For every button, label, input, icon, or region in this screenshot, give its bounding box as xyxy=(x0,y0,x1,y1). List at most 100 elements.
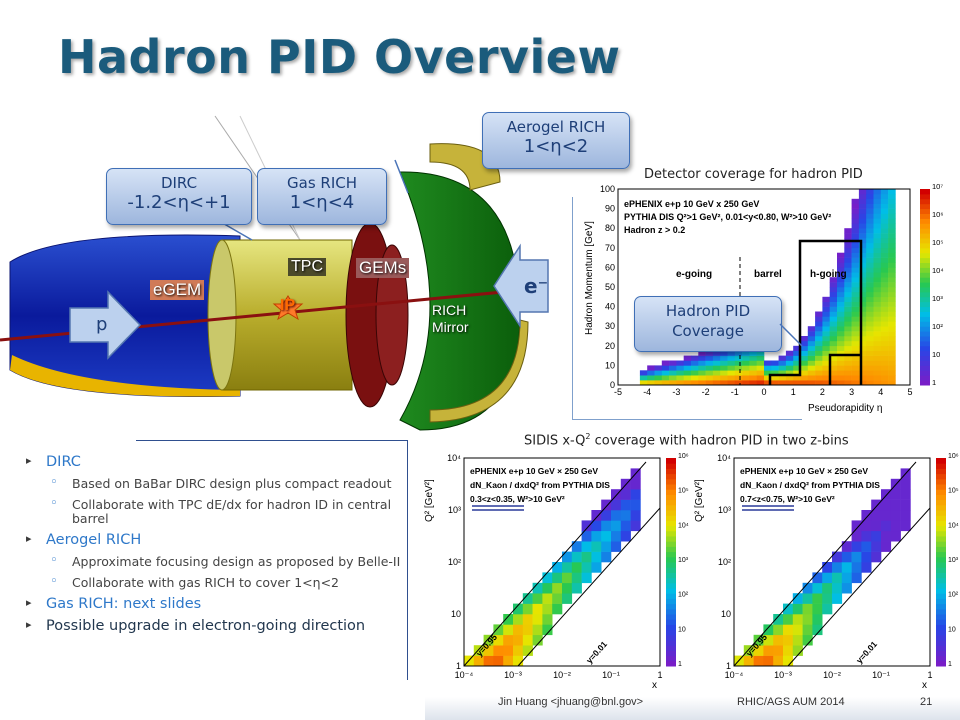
sidis-y-tick: 10⁴ xyxy=(717,453,731,463)
coverage-heat-cell xyxy=(815,321,823,327)
sidis-x-tick: 1 xyxy=(657,670,662,680)
coverage-heat-cell xyxy=(837,296,845,302)
coverage-heat-cell xyxy=(691,370,699,376)
coverage-heat-cell xyxy=(880,345,889,351)
coverage-heat-cell xyxy=(742,380,750,386)
coverage-heat-cell xyxy=(866,252,874,258)
coverage-heat-cell xyxy=(873,296,882,302)
sidis-color-scale xyxy=(666,645,676,651)
coverage-heat-cell xyxy=(837,262,845,268)
coverage-heat-cell xyxy=(734,355,743,361)
coverage-heat-cell xyxy=(851,345,860,351)
coverage-color-scale xyxy=(920,247,930,254)
coverage-heat-cell xyxy=(822,370,830,376)
coverage-heat-cell xyxy=(858,287,867,293)
coverage-heat-cell xyxy=(851,311,860,317)
coverage-heat-cell xyxy=(800,370,809,376)
sidis-heat-cell xyxy=(522,634,533,646)
coverage-heat-cell xyxy=(698,355,706,361)
coverage-color-scale xyxy=(920,301,930,308)
tpc-label: TPC xyxy=(288,258,326,276)
coverage-y-tick: 0 xyxy=(610,380,615,390)
coverage-heat-cell xyxy=(866,291,874,298)
sidis-color-scale xyxy=(936,504,946,511)
sidis-color-scale xyxy=(666,551,676,558)
coverage-color-scale xyxy=(920,257,930,263)
coverage-heat-cell xyxy=(851,306,860,312)
coverage-heat-cell xyxy=(858,218,867,224)
sidis-heat-cell xyxy=(773,645,784,656)
sidis-heat-cell xyxy=(802,614,813,625)
coverage-heat-cell xyxy=(793,360,801,366)
coverage-heat-cell xyxy=(851,355,860,361)
coverage-heat-cell xyxy=(822,355,830,361)
sidis-color-scale xyxy=(666,556,676,563)
sidis-color-scale xyxy=(936,582,946,589)
sidis-heat-cell xyxy=(522,614,533,625)
coverage-heat-cell xyxy=(837,321,845,327)
coverage-heat-cell xyxy=(764,360,772,366)
coverage-heat-cell xyxy=(851,213,860,219)
coverage-heat-cell xyxy=(712,360,721,366)
coverage-heat-cell xyxy=(800,355,809,361)
sidis-color-scale xyxy=(666,629,676,636)
coverage-heat-cell xyxy=(647,365,655,371)
coverage-heat-cell xyxy=(691,355,699,361)
coverage-heat-cell xyxy=(691,380,699,386)
coverage-heat-cell xyxy=(866,296,874,302)
coverage-heat-cell xyxy=(888,257,896,263)
coverage-heat-cell xyxy=(654,365,663,371)
coverage-heat-cell xyxy=(683,360,692,366)
coverage-heat-cell xyxy=(858,223,867,229)
sidis-heat-cell xyxy=(763,624,774,636)
sidis-color-scale xyxy=(936,619,946,625)
sidis-color-scale xyxy=(936,546,946,553)
coverage-heat-cell xyxy=(880,252,889,258)
sidis-y-tick: 10² xyxy=(718,557,731,567)
coverage-heat-cell xyxy=(858,252,867,258)
coverage-heat-cell xyxy=(807,380,816,386)
coverage-heat-cell xyxy=(764,370,772,376)
coverage-heat-cell xyxy=(815,360,823,366)
sidis-heat-cell xyxy=(861,510,872,521)
coverage-heat-cell xyxy=(851,262,860,268)
coverage-x-tick: 1 xyxy=(791,387,796,397)
sidis-color-scale xyxy=(936,624,946,631)
coverage-heat-cell xyxy=(851,282,860,288)
sidis-color-scale xyxy=(666,525,676,532)
sidis-heat-cell xyxy=(571,582,582,594)
coverage-heat-cell xyxy=(873,375,882,381)
sidis-heat-cell xyxy=(812,572,823,584)
coverage-heat-cell xyxy=(778,380,787,386)
gems-label: GEMs xyxy=(356,258,410,278)
sidis-heat-cell xyxy=(832,572,843,584)
coverage-heat-cell xyxy=(815,355,823,361)
coverage-color-scale xyxy=(920,345,930,352)
coverage-heat-cell xyxy=(880,213,889,219)
coverage-heat-cell xyxy=(844,316,852,322)
coverage-heat-cell xyxy=(858,370,867,376)
coverage-heat-cell xyxy=(866,189,874,195)
coverage-heat-cell xyxy=(888,360,896,366)
sidis-color-scale xyxy=(936,556,946,563)
sidis-z-tick: 10⁵ xyxy=(948,488,959,495)
sidis-color-scale xyxy=(666,614,676,620)
sidis-heat-cell xyxy=(493,624,504,636)
sidis-heat-cell xyxy=(532,634,543,646)
coverage-heat-cell xyxy=(756,355,765,361)
coverage-heat-cell xyxy=(851,203,860,209)
coverage-heat-cell xyxy=(756,365,765,371)
coverage-heat-cell xyxy=(880,218,889,224)
sidis-heat-cell xyxy=(581,541,592,552)
coverage-heat-cell xyxy=(880,360,889,366)
sidis-heat-cell xyxy=(890,489,901,500)
coverage-heat-cell xyxy=(880,311,889,317)
coverage-heat-cell xyxy=(837,311,845,317)
sidis-heat-cell xyxy=(601,551,612,563)
sidis-heat-cell xyxy=(542,614,553,625)
coverage-heat-cell xyxy=(888,365,896,371)
coverage-heat-cell xyxy=(844,331,852,337)
coverage-x-tick: 2 xyxy=(820,387,825,397)
sidis-heat-cell xyxy=(522,603,533,615)
coverage-heat-cell xyxy=(880,365,889,371)
